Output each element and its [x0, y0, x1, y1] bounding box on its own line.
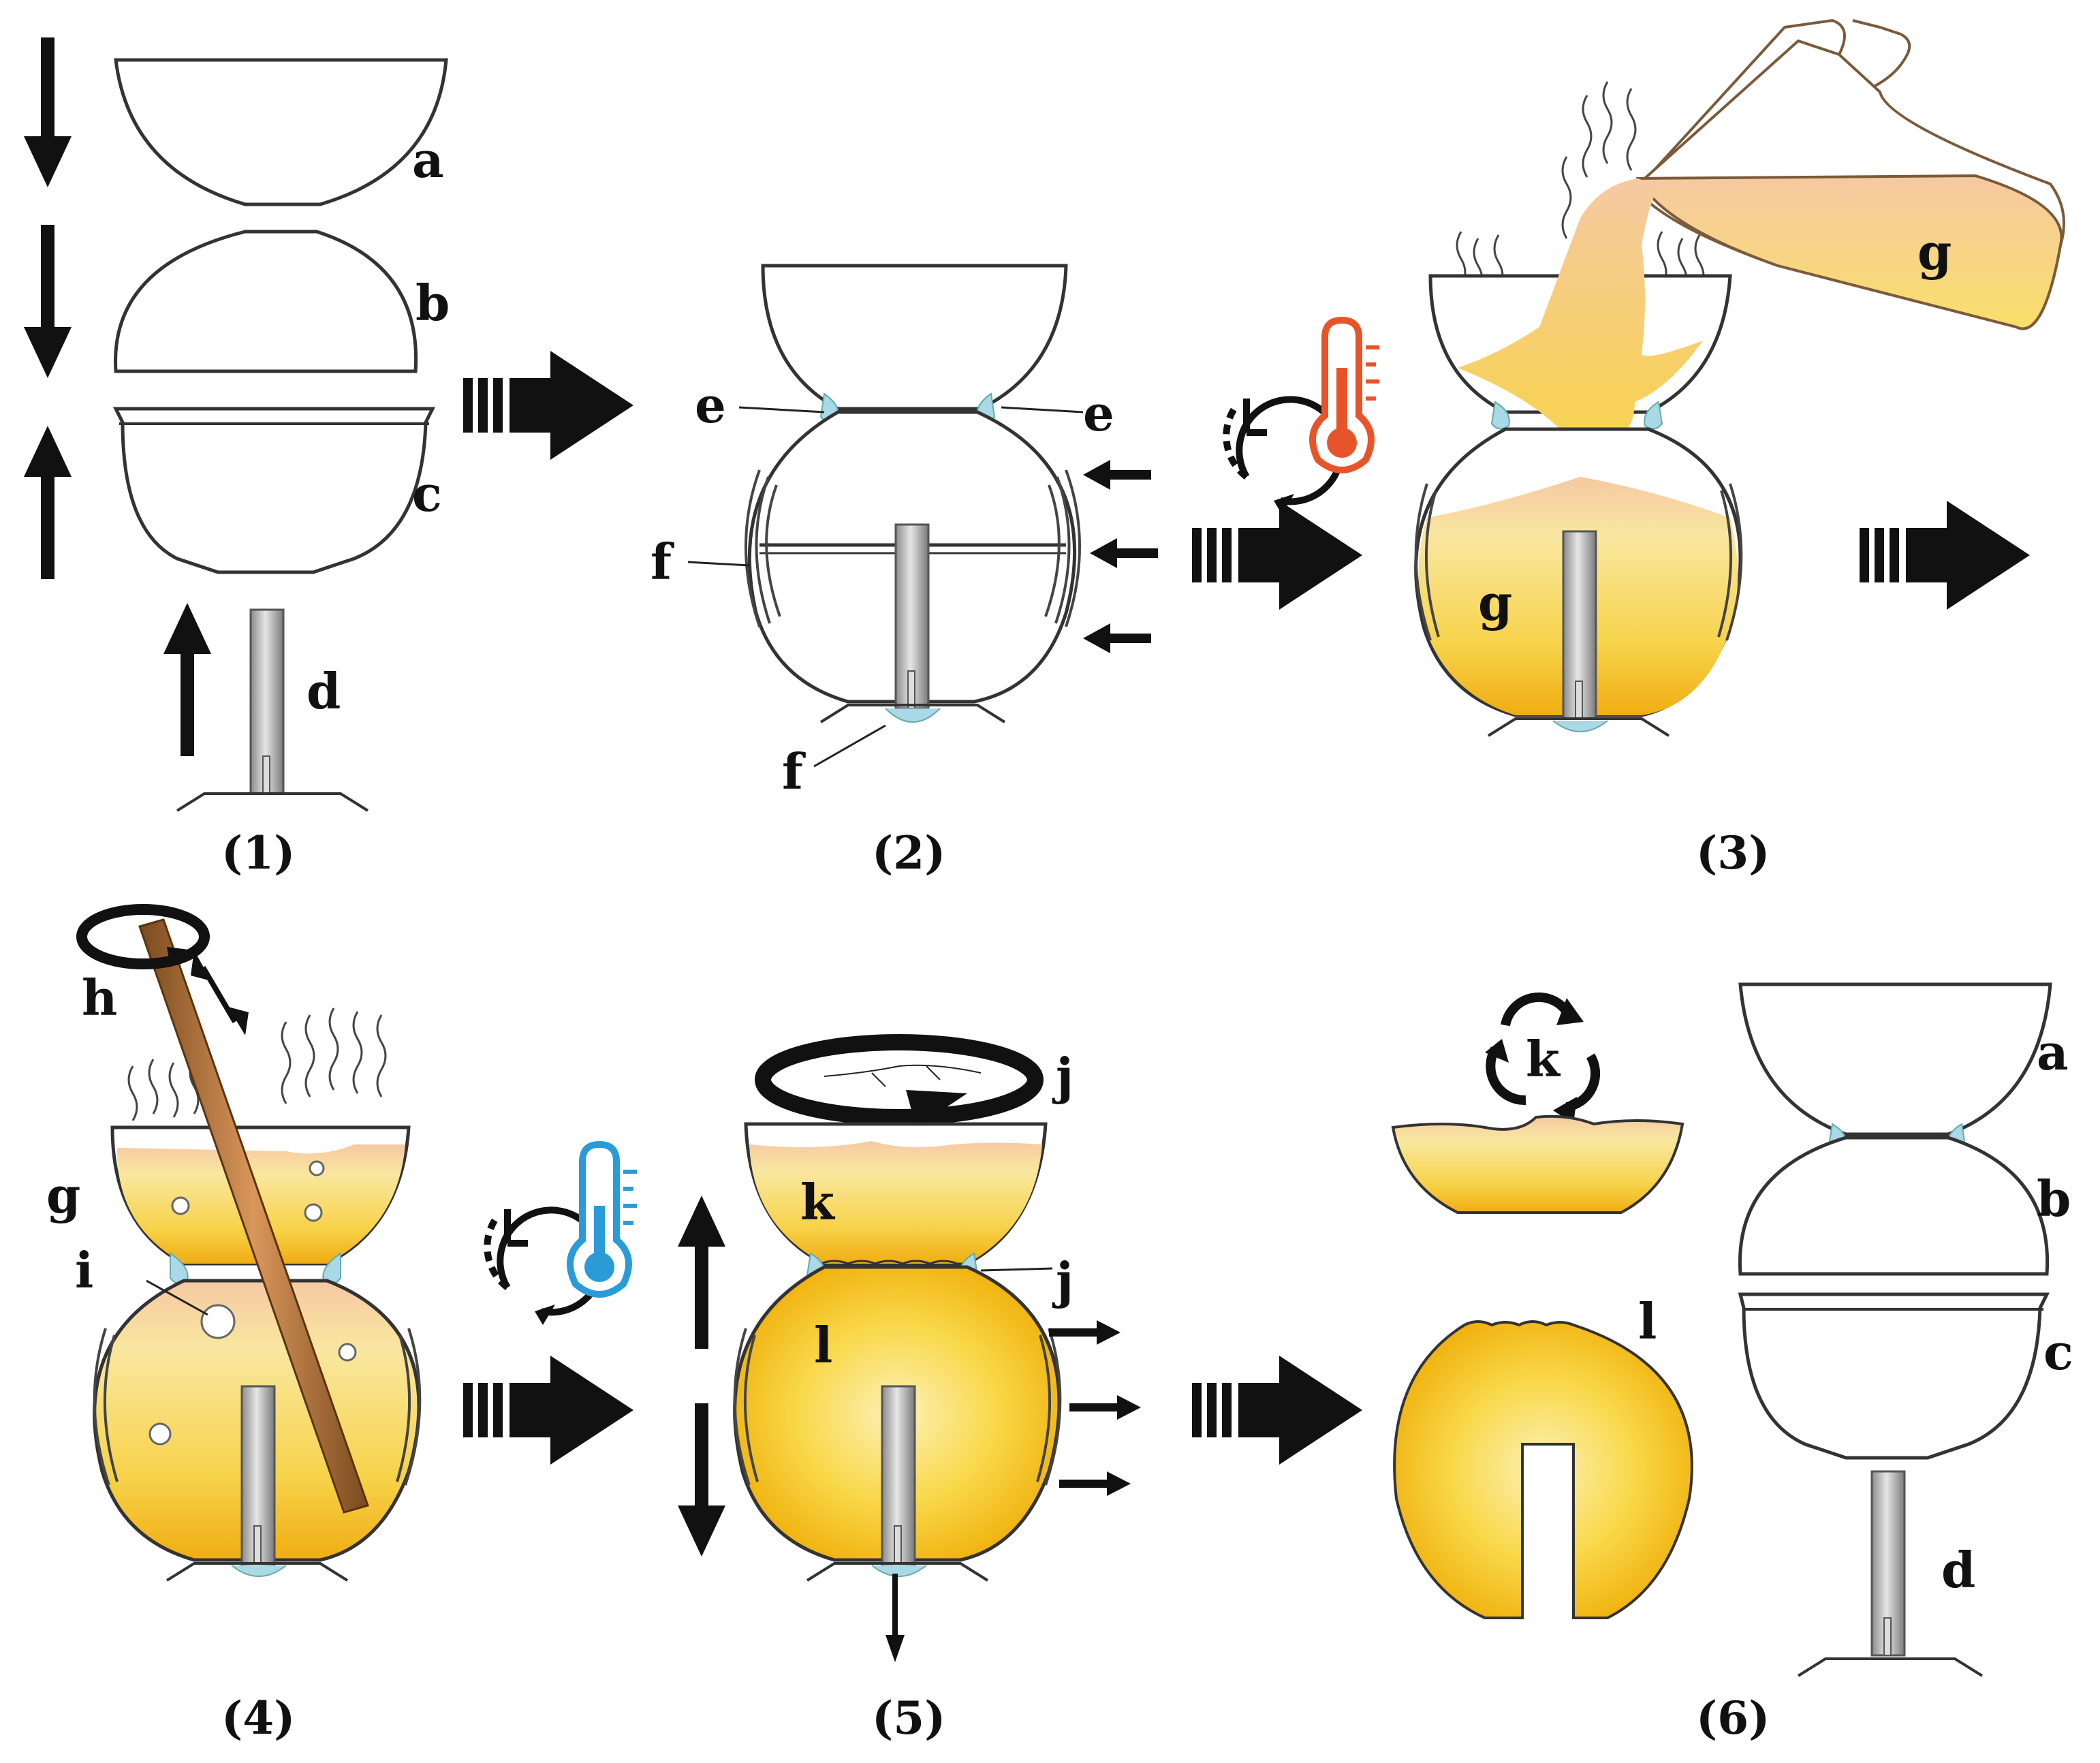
- step-label-3: (3): [1696, 826, 1770, 879]
- label-a: a: [412, 131, 444, 189]
- label-c-step6: c: [2043, 1323, 2073, 1381]
- label-b: b: [416, 274, 450, 332]
- label-e-right: e: [1083, 384, 1114, 442]
- label-g-jug: g: [1917, 223, 1952, 281]
- rod-part-d: [176, 608, 369, 812]
- label-d: d: [307, 662, 341, 720]
- label-l-step6: l: [1638, 1292, 1657, 1350]
- assembly-arrows: [24, 37, 211, 756]
- ball-product-l: [1393, 1320, 1693, 1619]
- step-label-6: (6): [1696, 1691, 1770, 1745]
- pouring-jug: [1640, 18, 1911, 185]
- label-k-step6: k: [1526, 1030, 1561, 1088]
- label-k-step5: k: [800, 1173, 836, 1231]
- step-label-4: (4): [221, 1691, 295, 1745]
- thermometer-cold-icon: [567, 1140, 637, 1298]
- label-f-clamp: f: [651, 533, 674, 591]
- label-c: c: [412, 465, 442, 522]
- label-e-left: e: [695, 376, 726, 434]
- process-arrow-icon: [463, 1356, 633, 1465]
- process-arrow-icon: [1192, 501, 1362, 610]
- pressure-arrows: [1083, 460, 1158, 653]
- mold-part-b: [114, 230, 418, 373]
- label-a-step6: a: [2037, 1023, 2069, 1081]
- thermometer-hot-icon: [1309, 316, 1379, 473]
- label-j-top: j: [1052, 1047, 1073, 1105]
- rotation-arrow-icon: [76, 904, 210, 969]
- step-6-product: k l a b c d (6): [1391, 982, 2073, 1745]
- label-f-seal: f: [782, 743, 806, 800]
- label-j-neck: j: [1052, 1251, 1073, 1309]
- up-down-arrow-icon: [191, 950, 249, 1035]
- label-b-step6: b: [2037, 1170, 2071, 1228]
- step-label-2: (2): [872, 826, 945, 879]
- bubbles-i: [148, 1160, 357, 1446]
- label-g-step4: g: [46, 1166, 80, 1224]
- label-h: h: [82, 969, 117, 1027]
- step-2-assembled-mold: e e f f (2): [651, 264, 1158, 879]
- label-g-mold: g: [1478, 574, 1512, 631]
- demold-arrows: [678, 1196, 1141, 1662]
- process-arrow-icon: [1860, 501, 2030, 610]
- step-5-solidified: j j k l (5): [678, 1034, 1141, 1745]
- process-arrow-icon: [1192, 1356, 1362, 1465]
- mold-part-c: [112, 407, 436, 574]
- label-l-step5: l: [814, 1316, 832, 1374]
- stirring-rod-h: [138, 918, 369, 1514]
- step-label-5: (5): [872, 1691, 945, 1745]
- process-arrow-icon: [463, 351, 633, 460]
- step-label-1: (1): [221, 826, 295, 879]
- step-4-stirring: h g i (4): [46, 904, 422, 1745]
- timer-icon: [484, 1206, 606, 1325]
- mold-part-a: [114, 58, 448, 206]
- label-d-step6: d: [1941, 1541, 1975, 1599]
- rotation-arrow-icon: [755, 1034, 1044, 1127]
- label-i: i: [75, 1241, 93, 1299]
- step-1-exploded-mold: a b c d (1): [24, 37, 450, 879]
- clamp-f: [745, 469, 1081, 627]
- step-3-pouring: g g (3): [1414, 18, 2065, 879]
